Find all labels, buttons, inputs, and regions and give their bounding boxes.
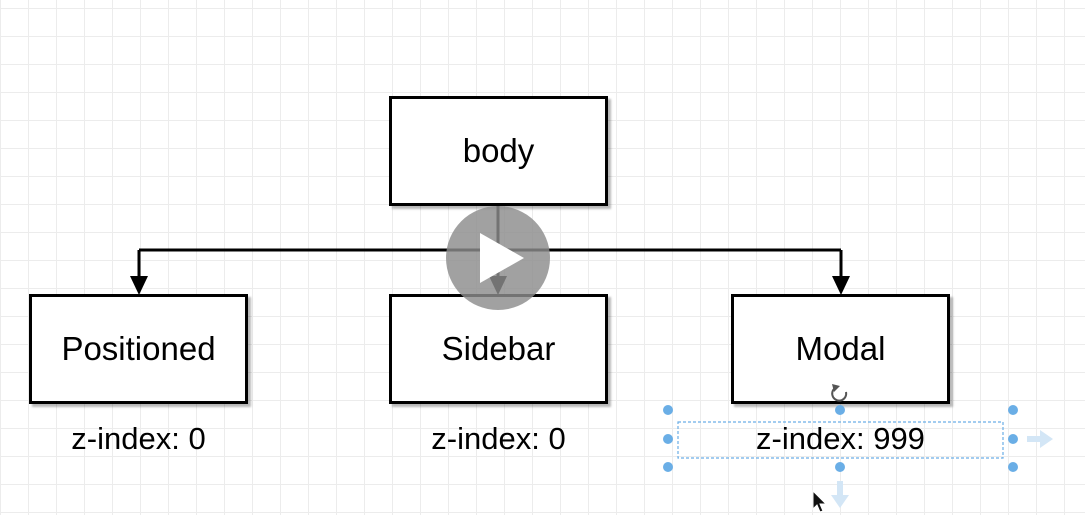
clone-arrow-right-icon[interactable] <box>1027 430 1053 448</box>
rotate-handle-icon[interactable] <box>831 384 848 402</box>
node-positioned-label: Positioned <box>61 330 216 367</box>
play-icon <box>480 233 524 283</box>
node-sidebar[interactable]: Sidebar <box>389 294 608 404</box>
caption-sidebar[interactable]: z-index: 0 <box>431 421 566 456</box>
resize-handle-left[interactable] <box>663 434 673 444</box>
arrowhead-positioned <box>130 276 148 295</box>
node-body[interactable]: body <box>389 96 608 206</box>
play-button[interactable] <box>446 206 550 310</box>
resize-handle-bottom[interactable] <box>835 462 845 472</box>
node-modal[interactable]: Modal <box>731 294 950 404</box>
caption-modal[interactable]: z-index: 999 <box>756 421 925 456</box>
node-positioned[interactable]: Positioned <box>29 294 248 404</box>
node-modal-label: Modal <box>795 330 886 367</box>
resize-handle-bottom-left[interactable] <box>663 462 673 472</box>
caption-positioned[interactable]: z-index: 0 <box>71 421 206 456</box>
resize-handle-right[interactable] <box>1008 434 1018 444</box>
node-sidebar-label: Sidebar <box>441 330 556 367</box>
clone-arrow-down-icon[interactable] <box>831 481 849 508</box>
resize-handle-bottom-right[interactable] <box>1008 462 1018 472</box>
resize-handle-top-right[interactable] <box>1008 405 1018 415</box>
arrowhead-modal <box>832 276 850 295</box>
resize-handle-top-left[interactable] <box>663 405 673 415</box>
node-body-label: body <box>462 132 535 169</box>
resize-handle-top[interactable] <box>835 405 845 415</box>
mouse-cursor-icon <box>812 489 828 513</box>
